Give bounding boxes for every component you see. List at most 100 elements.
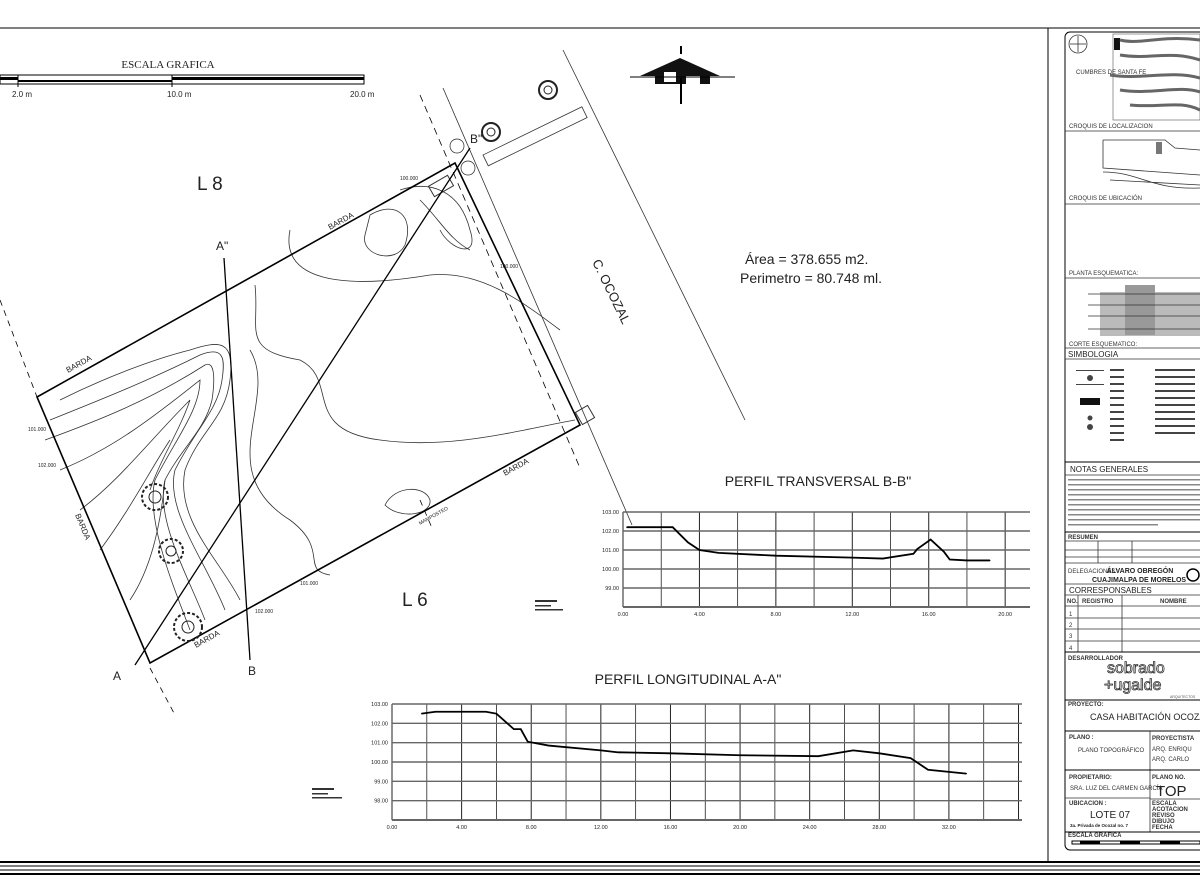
y-tick-label: 98.00 (374, 799, 388, 805)
logo-text: +ugalde (1104, 677, 1161, 694)
small-scale-notes (312, 600, 563, 799)
profile-point (817, 755, 819, 757)
street-ocozal: C. OCOZAL (0, 49, 746, 716)
company-logo: sobrado +ugalde ARQUITECTOS (1104, 660, 1196, 699)
tree-icon (158, 538, 184, 564)
profile-point (434, 711, 437, 713)
graphic-scale: ESCALA GRAFICA 2.0 m 10.0 m 20.0 m (0, 59, 375, 99)
location-sketch: CUMBRES DE SANTA FE CROQUIS DE LOCALIZAC… (1068, 33, 1200, 130)
table-header: REGISTRO (1082, 599, 1114, 605)
y-tick-label: 101.00 (602, 548, 619, 554)
level-label: 102.000 (255, 609, 273, 615)
profile-point (739, 754, 741, 756)
plano-name: PLANO TOPOGRÁFICO (1078, 747, 1144, 754)
profile-point (485, 711, 487, 713)
y-tick-label: 102.00 (602, 529, 619, 535)
x-tick-label: 20.00 (998, 612, 1012, 618)
proyectista-2: ARQ. CARLO (1152, 757, 1189, 763)
title-block: CUMBRES DE SANTA FE CROQUIS DE LOCALIZAC… (1064, 31, 1200, 851)
x-tick-label: 20.00 (733, 825, 747, 831)
profile-point (912, 553, 915, 555)
propietario-label: PROPIETARIO: (1069, 775, 1112, 781)
profile-line (421, 710, 967, 775)
profile-point (600, 749, 602, 752)
level-label: 102.000 (38, 463, 56, 469)
x-tick-label: 28.00 (872, 825, 886, 831)
meta-label: ESCALA (1152, 801, 1177, 807)
y-tick-label: 100.00 (602, 567, 619, 573)
profile-point (927, 769, 929, 771)
section-label-a2: A" (216, 239, 228, 253)
profile-point (548, 744, 550, 747)
x-tick-label: 24.00 (803, 825, 817, 831)
delegacion-2: CUAJIMALPA DE MORELOS (1092, 577, 1186, 584)
sheet-frame (0, 27, 1200, 875)
proyecto-name: CASA HABITACIÓN OCOZAL C (1090, 712, 1200, 722)
meta-label: ACOTACION (1152, 807, 1188, 813)
proyectistas-label: PROYECTISTA (1152, 736, 1195, 742)
logo-text: sobrado (1107, 660, 1165, 677)
level-label: 100.000 (400, 176, 418, 182)
section-lines: A A" B B" (113, 132, 482, 683)
profile-point (513, 728, 515, 730)
profile-point (420, 713, 423, 715)
x-tick-label: 32.00 (942, 825, 956, 831)
y-tick-label: 100.00 (371, 760, 388, 766)
meta-label: FECHA (1152, 825, 1173, 831)
profile-point (617, 751, 619, 753)
lote-text: LOTE 07 (1090, 810, 1130, 821)
simbologia-label: SIMBOLOGIA (1068, 350, 1119, 359)
profile-point (687, 541, 689, 544)
x-tick-label: 16.00 (922, 612, 936, 618)
meta-label: DIBUJO (1152, 819, 1175, 825)
table-row: 4 (1069, 646, 1073, 652)
x-tick-label: 4.00 (694, 612, 705, 618)
table-header: NO. (1067, 599, 1078, 605)
desarrollador-label: DESARROLLADOR (1068, 656, 1124, 662)
x-tick-label: 16.00 (664, 825, 678, 831)
profile-point (669, 752, 672, 754)
profile-point (851, 557, 853, 559)
escala-label: ESCALA GRAFICA (1068, 833, 1122, 839)
scale-tick-10m: 10.0 m (167, 90, 192, 99)
profile-line (626, 526, 990, 562)
title-block-scale (1071, 840, 1200, 845)
locality-label: CUMBRES DE SANTA FE (1076, 70, 1146, 76)
plano-no: TOP (1156, 783, 1187, 800)
tree-icon (538, 80, 558, 100)
localizacion-label: CROQUIS DE LOCALIZACION (1069, 124, 1153, 130)
tree-icon (141, 483, 169, 511)
planta-label: PLANTA ESQUEMATICA: (1069, 271, 1138, 277)
meta-fields: ESCALA ACOTACION REVISO DIBUJO FECHA (1152, 801, 1188, 831)
wall-label-left-top: BARDA (65, 353, 94, 375)
profile-point (943, 551, 945, 553)
delegaciones-label: DELEGACIONES : (1068, 569, 1119, 575)
resumen-label: RESUMEN (1068, 535, 1098, 541)
profile-point (626, 526, 628, 528)
perimeter-text: Perimetro = 80.748 ml. (740, 270, 882, 286)
section-label-b: B (248, 664, 256, 678)
x-tick-label: 0.00 (618, 612, 629, 618)
street-label: C. OCOZAL (589, 257, 633, 327)
table-row: 2 (1069, 623, 1073, 629)
profile-point (520, 728, 522, 730)
schematic-section: CORTE ESQUEMATICO: (1069, 285, 1200, 348)
chart-title-transversal: PERFIL TRANSVERSAL B-B" (725, 473, 912, 489)
profile-point (910, 757, 912, 759)
y-tick-label: 101.00 (371, 741, 388, 747)
x-tick-label: 12.00 (594, 825, 608, 831)
tree-icon (173, 612, 203, 642)
profile-point (698, 549, 701, 551)
corresponsables-label: CORRESPONSABLES (1069, 586, 1152, 595)
masonry-label: MAMPOSTEO (418, 506, 449, 527)
tree-icon (481, 122, 501, 142)
north-arrow-icon (630, 46, 735, 104)
profile-point (527, 741, 529, 743)
table-row: 3 (1069, 634, 1073, 640)
meta-label: REVISO (1152, 813, 1175, 819)
profile-point (930, 538, 932, 541)
table-header: NOMBRE (1160, 599, 1187, 605)
table-row: 1 (1069, 612, 1073, 618)
plano-no-label: PLANO NO. (1152, 775, 1186, 781)
